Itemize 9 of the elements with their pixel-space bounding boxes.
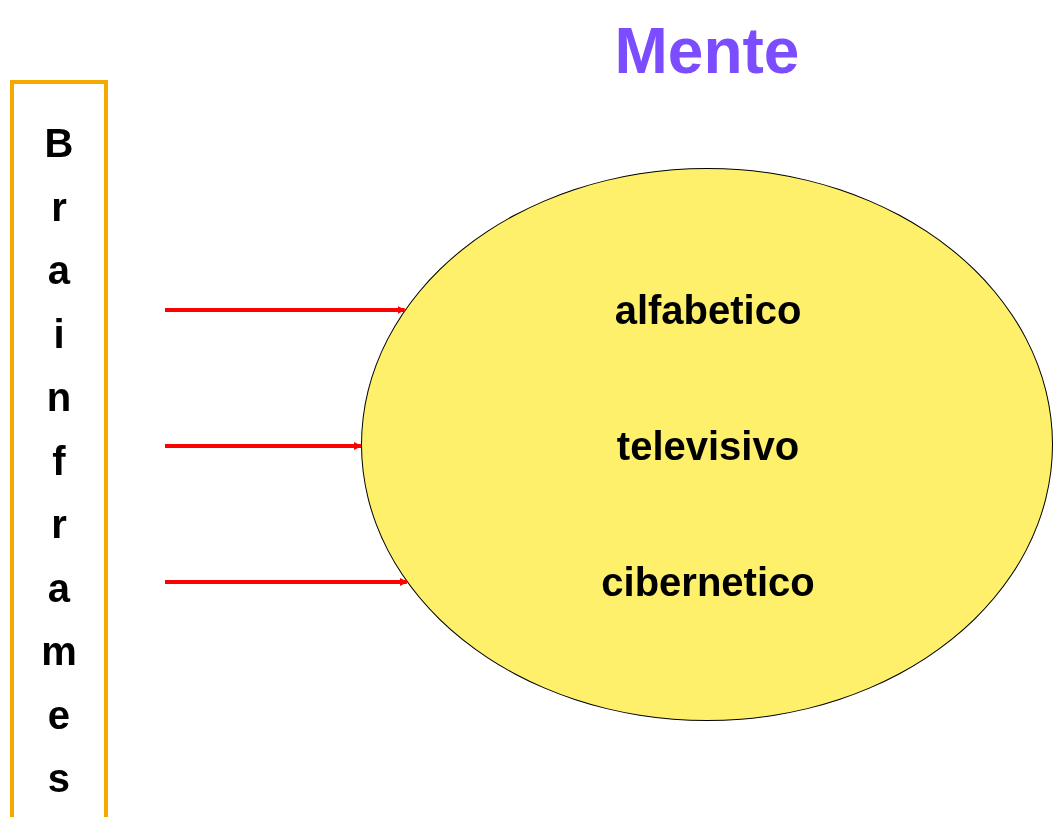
arrow: [165, 442, 362, 450]
ellipse-label: televisivo: [616, 426, 800, 466]
heading: Mente: [613, 19, 801, 83]
arrow: [165, 578, 408, 586]
vertical-box: [10, 80, 108, 817]
vertical-label: Brainframes: [41, 120, 77, 802]
arrow: [165, 306, 406, 314]
ellipse-label: alfabetico: [614, 290, 802, 330]
ellipse-label: cibernetico: [601, 562, 815, 602]
